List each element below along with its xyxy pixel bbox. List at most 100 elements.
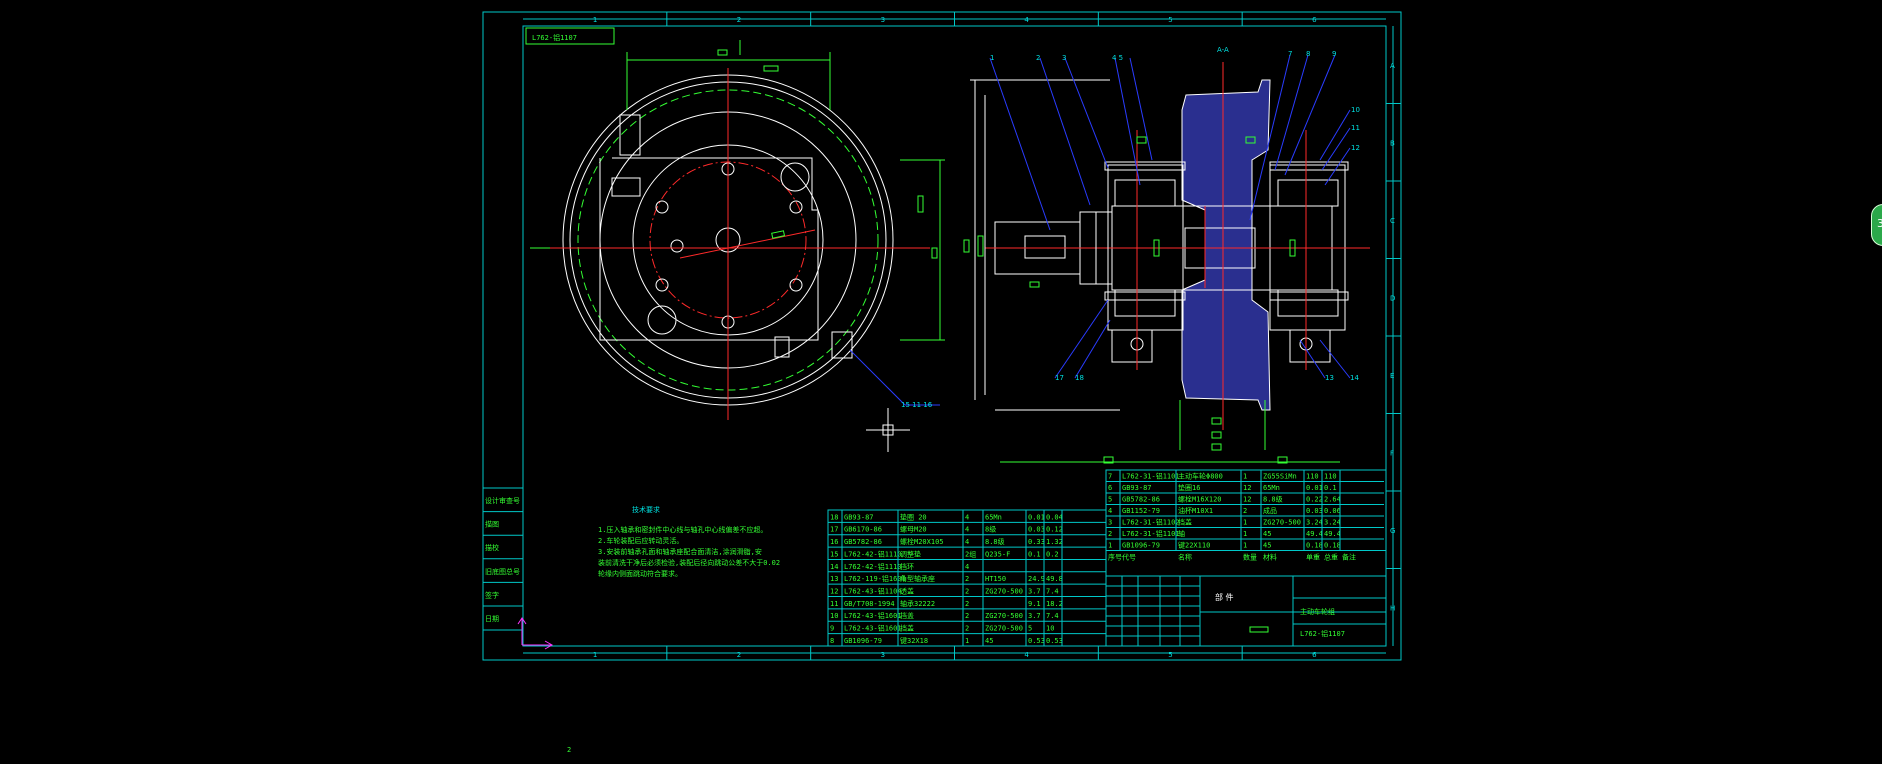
parts-table-cell: 12 (1243, 496, 1251, 504)
parts-table-cell: Q235-F (985, 550, 1010, 558)
parts-table-cell: 螺栓M16X120 (1178, 495, 1222, 504)
parts-table-cell: 12 (830, 588, 838, 596)
parts-table-cell: 2组 (965, 549, 976, 558)
parts-table-cell: 2 (1243, 507, 1247, 515)
parts-table-cell: 2 (965, 588, 969, 596)
parts-table-cell: GB1152-79 (1122, 507, 1160, 515)
parts-table-cell: 5 (1108, 496, 1112, 504)
parts-table-cell: 透盖 (900, 587, 914, 596)
parts-table-cell: 7.4 (1046, 612, 1059, 620)
parts-table-cell: 16 (830, 538, 838, 546)
frame-row-letter: E (1390, 372, 1394, 380)
parts-table-cell: 4 (965, 563, 969, 571)
parts-table-cell: 0.22 (1306, 496, 1323, 504)
parts-table-cell: 10 (830, 612, 838, 620)
side-label: 日期 (485, 615, 499, 623)
parts-table-cell: 110 (1324, 473, 1337, 481)
parts-table-cell: 2 (965, 600, 969, 608)
parts-table-cell: 挡盖 (900, 611, 914, 620)
parts-table-cell: L762-43-铝1601 (844, 624, 902, 633)
parts-table-cell: 110 (1306, 473, 1319, 481)
parts-table-cell: 18.2 (1046, 600, 1063, 608)
side-panel-toggle-button[interactable]: 3 (1871, 204, 1882, 246)
parts-table-cell: 4 (965, 526, 969, 534)
parts-table-cell: L762-43-铝1104 (844, 587, 902, 596)
parts-header-cell: 单重 (1306, 553, 1320, 562)
parts-table-cell: 49.8 (1046, 575, 1063, 583)
side-label: 设计审查号 (485, 496, 520, 505)
parts-table-cell: 1.32 (1046, 538, 1063, 546)
parts-table-cell: ZG270-500 (985, 625, 1023, 633)
parts-table-cell: 成品 (1263, 506, 1277, 515)
tech-note-line: 轮缘内侧面跳动符合要求。 (598, 569, 682, 578)
parts-table-cell: 49.4 (1306, 530, 1323, 538)
frame-row-letter: D (1390, 294, 1395, 302)
parts-table-cell: 1 (965, 637, 969, 645)
parts-table-cell: 0.03 (1306, 507, 1323, 515)
parts-table-cell: 螺母M20 (900, 525, 927, 534)
parts-table-cell: GB93-87 (844, 513, 874, 521)
frame-row-letter: G (1390, 527, 1395, 535)
part-name: 主动车轮组 (1300, 607, 1335, 616)
frame-col-number: 3 (881, 651, 885, 659)
parts-table-cell: 65Mn (985, 513, 1002, 521)
parts-table-cell: ZG270-500 (1263, 519, 1301, 527)
tech-note-line: 装前清洗干净后必须检验,装配后径向跳动公差不大于0.02 (598, 558, 780, 567)
parts-table-cell: GB5782-86 (1122, 496, 1160, 504)
frame-col-number: 6 (1312, 651, 1317, 659)
parts-header-cell: 数量 (1243, 553, 1257, 562)
parts-table-cell: L762-43-铝1601 (844, 611, 902, 620)
parts-header-cell: 代号 (1122, 553, 1136, 562)
parts-table-cell: 0.18 (1324, 542, 1341, 550)
parts-header-cell: 材料 (1263, 553, 1277, 562)
svg-text:1: 1 (990, 54, 994, 62)
parts-table-cell: 15 (830, 550, 838, 558)
tech-note-line: 1.压入轴承和密封件中心线与轴孔中心线偏差不应超。 (598, 525, 767, 534)
parts-table-cell: 挡盖 (900, 624, 914, 633)
parts-table-cell: 垫圈 20 (900, 512, 927, 521)
parts-table-cell: 2.64 (1324, 496, 1341, 504)
parts-table-cell: 7 (1108, 473, 1112, 481)
svg-text:2: 2 (567, 746, 571, 754)
svg-text:2: 2 (1036, 54, 1040, 62)
parts-table-cell: GB5782-86 (844, 538, 882, 546)
svg-text:4 5: 4 5 (1112, 54, 1123, 62)
parts-table-cell: HT150 (985, 575, 1006, 583)
parts-header-cell: 总重 (1324, 553, 1338, 562)
parts-table-cell: 键32X18 (900, 636, 928, 645)
parts-table-cell: L762-119-铝1601 (844, 574, 906, 583)
frame-col-number: 6 (1312, 16, 1317, 24)
frame-col-number: 5 (1168, 16, 1172, 24)
parts-table-cell: 3.24 (1306, 519, 1323, 527)
parts-table-cell: 45 (1263, 542, 1271, 550)
svg-text:17: 17 (1055, 374, 1064, 382)
frame-col-number: 1 (593, 16, 597, 24)
parts-table-cell: 轴承32222 (900, 599, 935, 608)
parts-table-cell: 0.1 (1324, 484, 1337, 492)
parts-table-cell: 0.18 (1306, 542, 1323, 550)
parts-table-cell: GB/T708-1994 (844, 600, 895, 608)
parts-table-cell: 挡环 (900, 562, 914, 571)
parts-table-cell: 0.04 (1046, 513, 1063, 521)
svg-text:技术要求: 技术要求 (632, 505, 660, 514)
parts-table-cell: 1 (1108, 542, 1112, 550)
parts-table-cell: 0.01 (1306, 484, 1323, 492)
parts-table-cell: 65Mn (1263, 484, 1280, 492)
parts-table-cell: 2 (1108, 530, 1112, 538)
svg-text:14: 14 (1350, 374, 1359, 382)
parts-table-cell: 0.06 (1324, 507, 1341, 515)
frame-col-number: 3 (881, 16, 885, 24)
parts-table-cell: 14 (830, 563, 838, 571)
frame-col-number: 4 (1024, 651, 1029, 659)
side-label: 描图 (485, 520, 499, 529)
parts-table-cell: 2 (965, 612, 969, 620)
frame-row-letter: B (1390, 139, 1395, 147)
wheel-front-view: 15 11 16 (530, 40, 945, 452)
parts-table-cell: 49.4 (1324, 530, 1341, 538)
side-label: 旧底图总号 (485, 567, 520, 576)
parts-table-cell: 1 (1243, 519, 1247, 527)
tech-note-line: 2.车轮装配后应转动灵活。 (598, 536, 683, 545)
